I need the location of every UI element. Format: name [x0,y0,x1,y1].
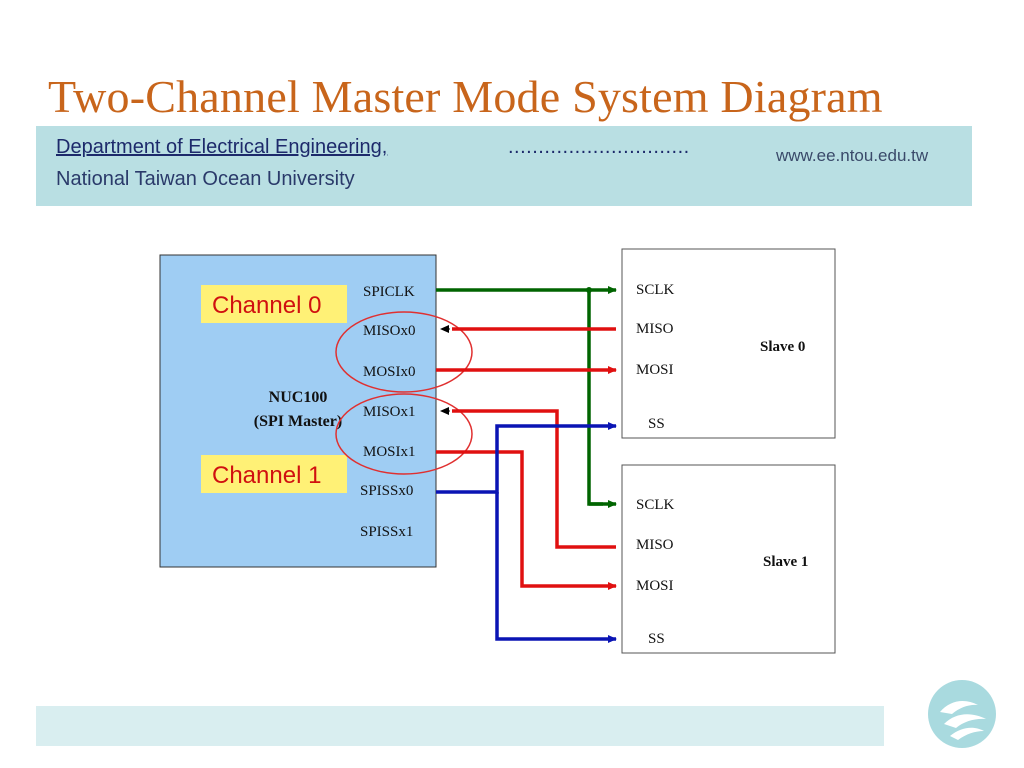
sclk-wires [436,286,617,508]
channel1-ellipse [335,393,473,475]
channel0-ellipse [335,311,473,393]
pin-spissx1: SPISSx1 [360,524,413,540]
channel0-data-wires [436,327,617,374]
slave1-box [621,464,836,654]
pin-spissx0: SPISSx0 [360,483,413,499]
dotted-leader: .............................. [508,136,690,158]
slave0-name: Slave 0 [760,339,805,355]
slave1-pin-mosi: MOSI [636,578,674,594]
ss-wires [436,422,617,643]
channel1-highlight [201,455,347,493]
slave0-pin-miso: MISO [636,321,674,337]
master-name: NUC100 [269,389,328,406]
pin-mosix0: MOSIx0 [363,364,416,380]
wave-logo-icon [928,680,996,748]
pin-mosix1: MOSIx1 [363,444,416,460]
pin-spiclk: SPICLK [363,284,415,300]
slave0-box [621,248,836,439]
sclk-junction [586,287,592,293]
channel0-highlight [201,285,347,323]
slave0-pin-mosi: MOSI [636,362,674,378]
footer-bar [36,706,884,746]
pin-misox0: MISOx0 [363,323,416,339]
slave1-pin-miso: MISO [636,537,674,553]
slave1-pin-ss: SS [648,631,665,647]
channel1-data-wires [436,409,617,590]
slave0-pin-sclk: SCLK [636,282,675,298]
slave1-pin-sclk: SCLK [636,497,675,513]
pin-misox1: MISOx1 [363,404,416,420]
channel0-label: Channel 0 [212,292,321,319]
slide-title: Two-Channel Master Mode System Diagram [48,71,883,122]
website-url[interactable]: www.ee.ntou.edu.tw [776,146,929,165]
slave1-name: Slave 1 [763,554,808,570]
university-name: National Taiwan Ocean University [56,168,355,190]
slave0-pin-ss: SS [648,416,665,432]
channel1-label: Channel 1 [212,462,321,489]
header-banner [36,126,972,206]
department-name[interactable]: Department of Electrical Engineering, [56,136,388,158]
master-role: (SPI Master) [254,413,342,430]
